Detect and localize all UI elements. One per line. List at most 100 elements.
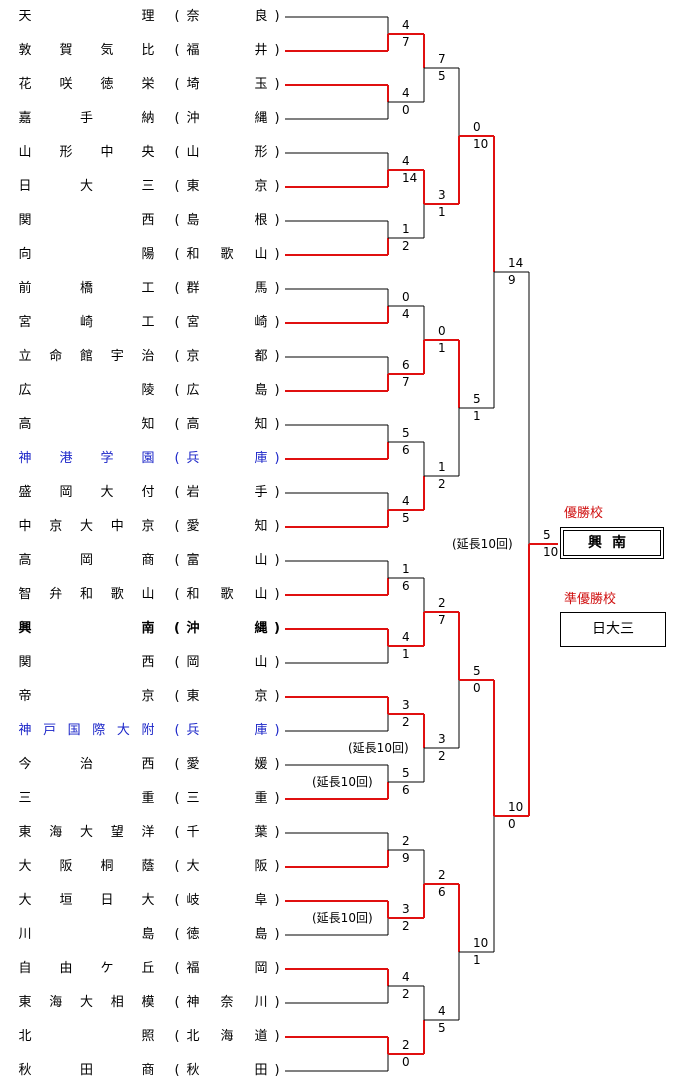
pref-char: 山 — [254, 247, 268, 262]
team-row: 三重(三重) — [18, 789, 279, 809]
team-name-char: 盛 — [18, 485, 32, 500]
team-name-char: 形 — [59, 145, 73, 160]
team-name-char: 栄 — [141, 77, 155, 92]
team-row: 高岡商(富山) — [18, 551, 279, 571]
paren: ( — [174, 791, 180, 806]
team-name-char: 西 — [141, 757, 155, 772]
paren: ) — [274, 587, 280, 602]
paren: ) — [274, 893, 280, 908]
sf-match-0-score-top: 14 — [508, 256, 524, 270]
final-extra-innings-note: (延長10回) — [452, 537, 513, 551]
team-row: 今治西(愛媛) — [18, 755, 279, 775]
team-row: 嘉手納(沖縄) — [18, 109, 279, 129]
team-name-char: 陵 — [141, 383, 155, 398]
paren: ( — [174, 893, 180, 908]
pref-char: 岐 — [186, 893, 200, 908]
paren: ) — [274, 315, 280, 330]
r1-match-8-score-bottom: 6 — [402, 579, 410, 593]
paren: ) — [274, 349, 280, 364]
team-name-char: 手 — [79, 111, 93, 126]
r1-match-2-score-top: 4 — [402, 154, 410, 168]
team-row: 広陵(広島) — [18, 381, 279, 401]
runner-up-box: 日大三 — [560, 612, 666, 647]
r1-match-3-score-top: 1 — [402, 222, 410, 236]
team-row: 大垣日大(岐阜) — [18, 891, 279, 911]
pref-char: 奈 — [220, 995, 234, 1010]
pref-char: 馬 — [254, 281, 268, 296]
pref-char: 井 — [254, 43, 268, 58]
paren: ( — [174, 655, 180, 670]
paren: ( — [174, 145, 180, 160]
team-name-char: 神 — [18, 723, 32, 738]
pref-char: 縄 — [254, 621, 268, 636]
pref-char: 田 — [254, 1063, 268, 1078]
pref-char: 庫 — [254, 451, 268, 466]
team-row: 中京大中京(愛知) — [18, 517, 279, 537]
r2-match-7-score-bottom: 5 — [438, 1021, 446, 1035]
sf-match-0-score-bottom: 9 — [508, 273, 516, 287]
team-name-char: 日 — [18, 179, 32, 194]
team-name-char: 川 — [18, 927, 32, 942]
r1-match-12-score-bottom: 9 — [402, 851, 410, 865]
paren: ) — [274, 1063, 280, 1078]
team-name-char: 西 — [141, 213, 155, 228]
pref-char: 兵 — [186, 723, 200, 738]
r2-match-1-score-top: 3 — [438, 188, 446, 202]
paren: ( — [174, 689, 180, 704]
pref-char: 兵 — [186, 451, 200, 466]
team-name-char: 望 — [110, 825, 124, 840]
team-name-char: 日 — [100, 893, 114, 908]
r2-match-2-score-bottom: 1 — [438, 341, 446, 355]
paren: ) — [274, 621, 280, 636]
pref-char: 道 — [254, 1029, 268, 1044]
paren: ( — [174, 927, 180, 942]
team-name-char: 付 — [141, 485, 155, 500]
paren: ( — [174, 213, 180, 228]
sf-match-1-score-top: 10 — [508, 800, 524, 814]
pref-char: 福 — [186, 43, 200, 58]
team-row: 東海大相模(神奈川) — [18, 993, 279, 1013]
r1-match-4-score-top: 0 — [402, 290, 410, 304]
team-name-char: 京 — [49, 519, 63, 534]
team-name-char: 東 — [18, 825, 32, 840]
paren: ) — [274, 485, 280, 500]
team-row: 天理(奈良) — [18, 7, 279, 27]
paren: ) — [274, 383, 280, 398]
pref-char: 岩 — [186, 485, 200, 500]
team-row: 帝京(東京) — [18, 687, 279, 707]
r2-match-6-score-top: 2 — [438, 868, 446, 882]
paren: ) — [274, 927, 280, 942]
r1-match-6-score-bottom: 6 — [402, 443, 410, 457]
team-row: 秋田商(秋田) — [18, 1061, 279, 1081]
r1-match-5-score-top: 6 — [402, 358, 410, 372]
team-name-char: 崎 — [79, 315, 93, 330]
team-name-char: 秋 — [18, 1063, 32, 1078]
team-name-char: 和 — [79, 587, 93, 602]
team-row: 自由ケ丘(福岡) — [18, 959, 279, 979]
r2-match-1-score-bottom: 1 — [438, 205, 446, 219]
r1-match-7-score-bottom: 5 — [402, 511, 410, 525]
team-name-char: 大 — [116, 723, 130, 738]
team-name-char: 央 — [141, 145, 155, 160]
team-name-char: 咲 — [59, 77, 73, 92]
team-row: 大阪桐蔭(大阪) — [18, 857, 279, 877]
team-name-char: 橋 — [79, 281, 93, 296]
pref-char: 高 — [186, 417, 200, 432]
r1-match-9-score-top: 4 — [402, 630, 410, 644]
r2-match-5-score-bottom: 2 — [438, 749, 446, 763]
paren: ) — [274, 77, 280, 92]
paren: ) — [274, 43, 280, 58]
paren: ( — [174, 111, 180, 126]
team-name-char: 館 — [79, 349, 93, 364]
paren: ( — [174, 349, 180, 364]
pref-char: 和 — [186, 587, 200, 602]
pref-char: 東 — [186, 689, 200, 704]
r1-match-3-score-bottom: 2 — [402, 239, 410, 253]
pref-char: 島 — [254, 383, 268, 398]
r1-match-0-score-bottom: 7 — [402, 35, 410, 49]
team-name-char: 治 — [141, 349, 155, 364]
team-name-char: 学 — [100, 451, 114, 466]
team-name-char: 相 — [110, 995, 124, 1010]
paren: ( — [174, 587, 180, 602]
team-name-char: 嘉 — [18, 111, 32, 126]
